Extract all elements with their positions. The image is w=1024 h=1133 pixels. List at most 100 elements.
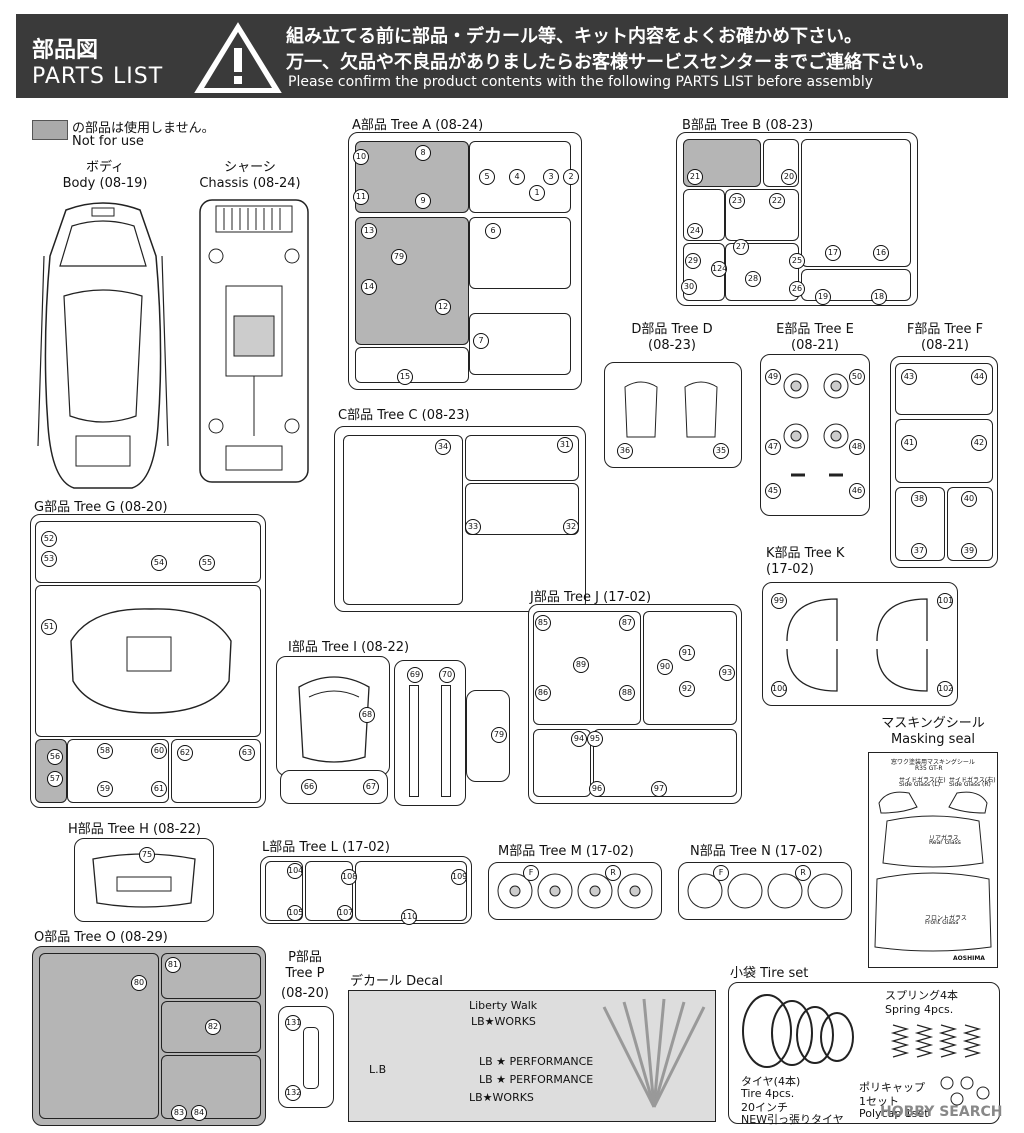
tree-l-label: L部品 Tree L (17-02) xyxy=(262,840,390,855)
part-number: 1 xyxy=(529,185,545,201)
tire-type: NEW引っ張りタイヤ xyxy=(741,1113,844,1126)
part-number: 84 xyxy=(191,1105,207,1121)
polycap-label-jp: ポリキャップ xyxy=(859,1081,925,1094)
tree-d-label: D部品 Tree D xyxy=(631,322,713,337)
chassis-label-jp: シャーシ xyxy=(224,160,276,175)
part-number: 19 xyxy=(815,289,831,305)
decal-text: LB★WORKS xyxy=(469,1091,534,1104)
part-number: 34 xyxy=(435,439,451,455)
tree-i-frame-wing: 79 xyxy=(466,690,510,782)
body-label-en: Body (08-19) xyxy=(62,176,148,191)
tree-m-label: M部品 Tree M (17-02) xyxy=(498,844,634,859)
part-number: 94 xyxy=(571,731,587,747)
part-number: 62 xyxy=(177,745,193,761)
tree-f-label: F部品 Tree F xyxy=(906,322,984,337)
part-number: 96 xyxy=(589,781,605,797)
part-number: 54 xyxy=(151,555,167,571)
tree-p-label-jp: P部品 xyxy=(288,950,322,965)
decal-sheet: Liberty Walk LB★WORKS LB ★ PERFORMANCE L… xyxy=(348,990,716,1122)
part-number: 26 xyxy=(789,281,805,297)
part-number: 38 xyxy=(911,491,927,507)
part-number: 32 xyxy=(563,519,579,535)
rear-mark: R xyxy=(605,865,621,881)
mask-rear-en: Rear Glass xyxy=(929,839,961,846)
polycap-qty: 1セット xyxy=(859,1095,899,1108)
tree-e-label: E部品 Tree E xyxy=(776,322,854,337)
tree-i-frame-rails: 69 70 xyxy=(394,660,466,806)
part-number: 49 xyxy=(765,369,781,385)
watermark-text: HOBBY SEARCH xyxy=(880,1104,1003,1120)
tree-b-cell-doors xyxy=(801,139,911,267)
part-number: 53 xyxy=(41,551,57,567)
decal-text: L.B xyxy=(369,1063,387,1076)
part-number: 132 xyxy=(285,1085,301,1101)
mask-front-en: Front Glass xyxy=(925,919,959,926)
part-number: 40 xyxy=(961,491,977,507)
tree-c-frame: 34 31 33 32 xyxy=(334,426,586,612)
part-number: 57 xyxy=(47,771,63,787)
mask-side-left-jp: サイドガラス(左) xyxy=(899,777,946,784)
decal-label: デカール Decal xyxy=(350,974,443,989)
part-number: 61 xyxy=(151,781,167,797)
header-banner: 部品図 PARTS LIST 組み立てる前に部品・デカール等、キット内容をよくお… xyxy=(16,14,1008,98)
tree-o-label: O部品 Tree O (08-29) xyxy=(34,930,168,945)
part-number: 43 xyxy=(901,369,917,385)
side-rail-left xyxy=(409,685,419,797)
spring-drawing xyxy=(887,1021,987,1065)
mask-side-right-en: Side Glass (R) xyxy=(949,781,991,788)
part-number: 80 xyxy=(131,975,147,991)
part-number: 50 xyxy=(849,369,865,385)
part-number: 56 xyxy=(47,749,63,765)
part-number: 44 xyxy=(971,369,987,385)
part-number: 11 xyxy=(353,189,369,205)
rear-mark: R xyxy=(795,865,811,881)
rim-drawing xyxy=(685,871,845,911)
part-number: 58 xyxy=(97,743,113,759)
mask-shapes xyxy=(873,787,993,957)
part-number: 39 xyxy=(961,543,977,559)
tree-i-label: I部品 Tree I (08-22) xyxy=(288,640,410,655)
body-drawing xyxy=(36,196,170,496)
tree-d-frame: 36 35 xyxy=(604,362,742,468)
part-number: 29 xyxy=(685,253,701,269)
part-number: 10 xyxy=(353,149,369,165)
legend-text-en: Not for use xyxy=(72,134,144,149)
part-number: 47 xyxy=(765,439,781,455)
body-label-jp: ボディ xyxy=(85,160,125,175)
part-number: 9 xyxy=(415,193,431,209)
tree-k-code: (17-02) xyxy=(766,562,814,577)
part-number: 79 xyxy=(491,727,507,743)
mask-rear-jp: リアガラス xyxy=(929,835,959,842)
part-number: 52 xyxy=(41,531,57,547)
decal-text: LB★WORKS xyxy=(471,1015,536,1028)
tree-a-cell-shocks xyxy=(355,141,469,213)
seat-drawing xyxy=(621,377,725,447)
front-mark: F xyxy=(523,865,539,881)
part-number: 14 xyxy=(361,279,377,295)
tree-n-frame: F R xyxy=(678,862,852,920)
warning-line-2: 万一、欠品や不良品がありましたらお客様サービスセンターまでご連絡下さい。 xyxy=(286,52,934,73)
part-number: 67 xyxy=(363,779,379,795)
part-number: 88 xyxy=(619,685,635,701)
tree-h-frame: 75 xyxy=(74,838,214,922)
part-number: 18 xyxy=(871,289,887,305)
part-number: 97 xyxy=(651,781,667,797)
tree-p-label-en: Tree P xyxy=(285,966,325,981)
tree-b-frame: 21 20 23 22 24 27 17 16 29 124 28 25 30 … xyxy=(676,132,918,306)
tree-j-cell-intercooler xyxy=(593,729,737,797)
tire-drawing xyxy=(737,991,867,1071)
tire-size: 20インチ xyxy=(741,1101,788,1114)
tree-i-frame-small: 66 67 xyxy=(280,770,388,804)
part-number: 15 xyxy=(397,369,413,385)
part-number: 99 xyxy=(771,593,787,609)
part-number: 124 xyxy=(711,261,727,277)
tree-d-code: (08-23) xyxy=(648,338,696,353)
part-number: 87 xyxy=(619,615,635,631)
part-number: 93 xyxy=(719,665,735,681)
part-number: 4 xyxy=(509,169,525,185)
aoshima-logo: AOSHIMA xyxy=(953,955,985,962)
part-number: 104 xyxy=(287,863,303,879)
part-number: 37 xyxy=(911,543,927,559)
decal-text: LB ★ PERFORMANCE xyxy=(479,1055,594,1068)
mask-sheet-title: 窓ワク塗装用マスキングシール xyxy=(891,759,975,766)
